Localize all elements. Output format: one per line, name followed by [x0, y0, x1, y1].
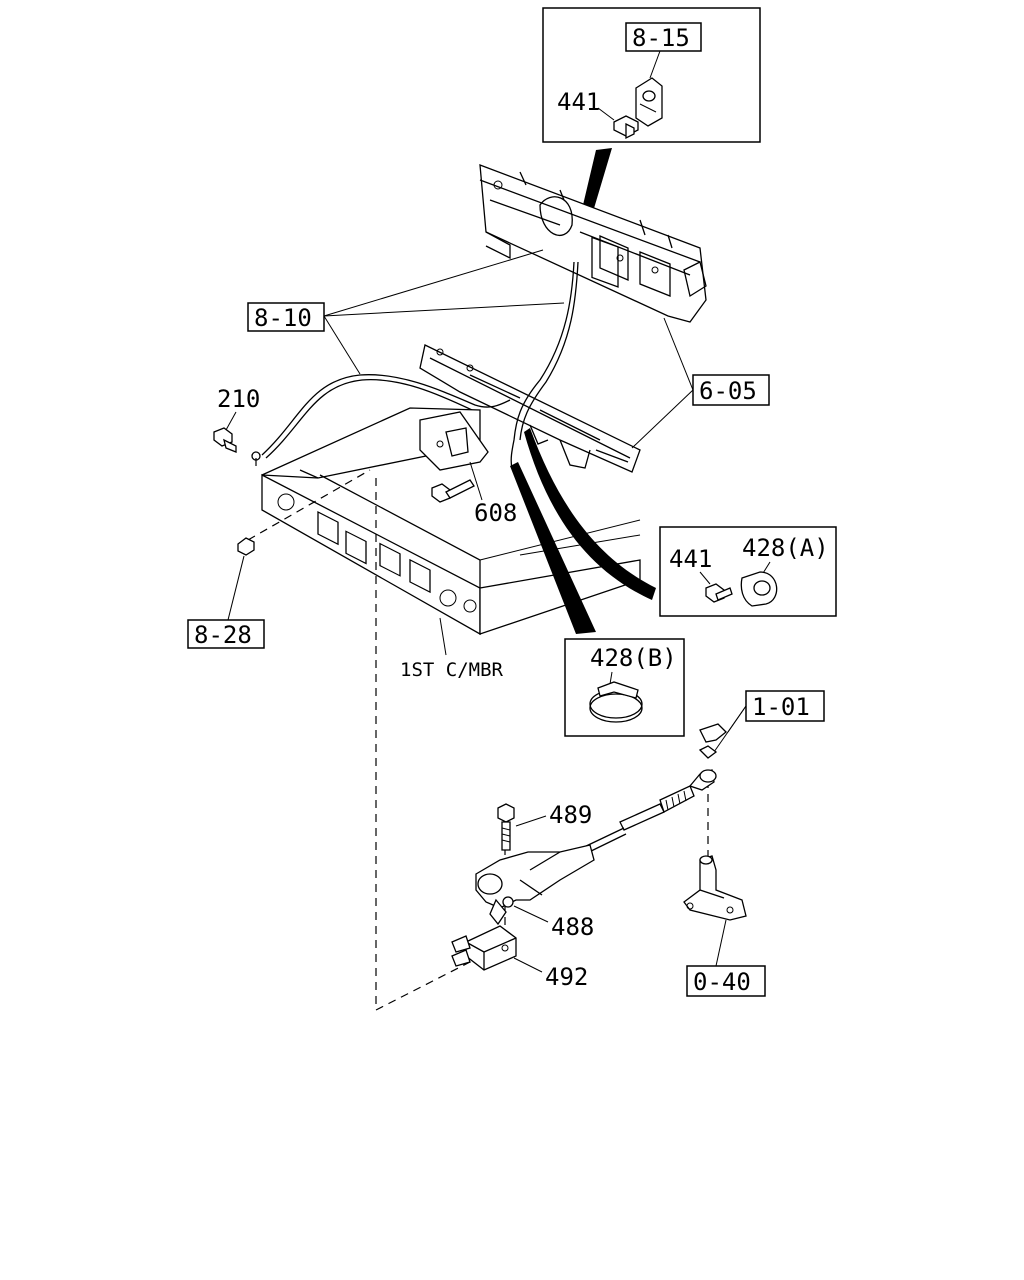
part-label-441-mid: 441 [669, 545, 712, 573]
part-label-488: 488 [551, 913, 594, 941]
lever-housing-488 [475, 844, 595, 926]
part-label-428b: 428(B) [590, 644, 677, 672]
part-label-441-top: 441 [557, 88, 600, 116]
detail-box-428a: 441 428(A) [659, 526, 837, 617]
clip-428a-icon [740, 571, 778, 607]
leader-wedge-428a [524, 428, 656, 600]
ref-box-8-10 [247, 302, 325, 332]
bracket-0-40 [683, 855, 747, 921]
leader-wedge-428b [510, 462, 596, 634]
bolt-489-icon [497, 803, 515, 851]
ref-box-0-40 [686, 965, 766, 997]
ref-box-1-01 [745, 690, 825, 722]
bolt-441-top-icon [613, 115, 639, 140]
bolt-210-icon [213, 427, 237, 453]
bracket-492 [451, 925, 517, 971]
part-label-608: 608 [474, 499, 517, 527]
lower-crossbar [419, 344, 641, 473]
control-cable [539, 769, 717, 875]
part-label-210: 210 [217, 385, 260, 413]
ref-label-8-10: 8-10 [254, 304, 312, 332]
clip-8-15-icon [635, 77, 663, 127]
part-label-489: 489 [549, 801, 592, 829]
bolt-441-mid-icon [705, 583, 733, 603]
detail-box-top: 8-15 441 [542, 7, 761, 143]
ref-label-0-40: 0-40 [693, 968, 751, 996]
ref-box-8-15 [625, 22, 702, 52]
pin-1-01-icon [698, 723, 727, 759]
detail-box-428b: 428(B) [564, 638, 685, 737]
member-note: 1ST C/MBR [400, 659, 504, 681]
part-label-492: 492 [545, 963, 588, 991]
ref-box-8-28 [187, 619, 265, 649]
ref-label-8-28: 8-28 [194, 621, 252, 649]
ref-label-8-15: 8-15 [632, 24, 690, 52]
bracket-608 [419, 411, 489, 503]
front-panel-assembly [479, 164, 707, 323]
part-label-428a: 428(A) [742, 534, 829, 562]
ref-label-6-05: 6-05 [699, 377, 757, 405]
nut-8-28-icon [237, 537, 255, 556]
wire-harness [251, 261, 579, 469]
cable-tie-428b-icon [589, 681, 643, 723]
ref-box-6-05 [692, 374, 770, 406]
ref-label-1-01: 1-01 [752, 693, 810, 721]
